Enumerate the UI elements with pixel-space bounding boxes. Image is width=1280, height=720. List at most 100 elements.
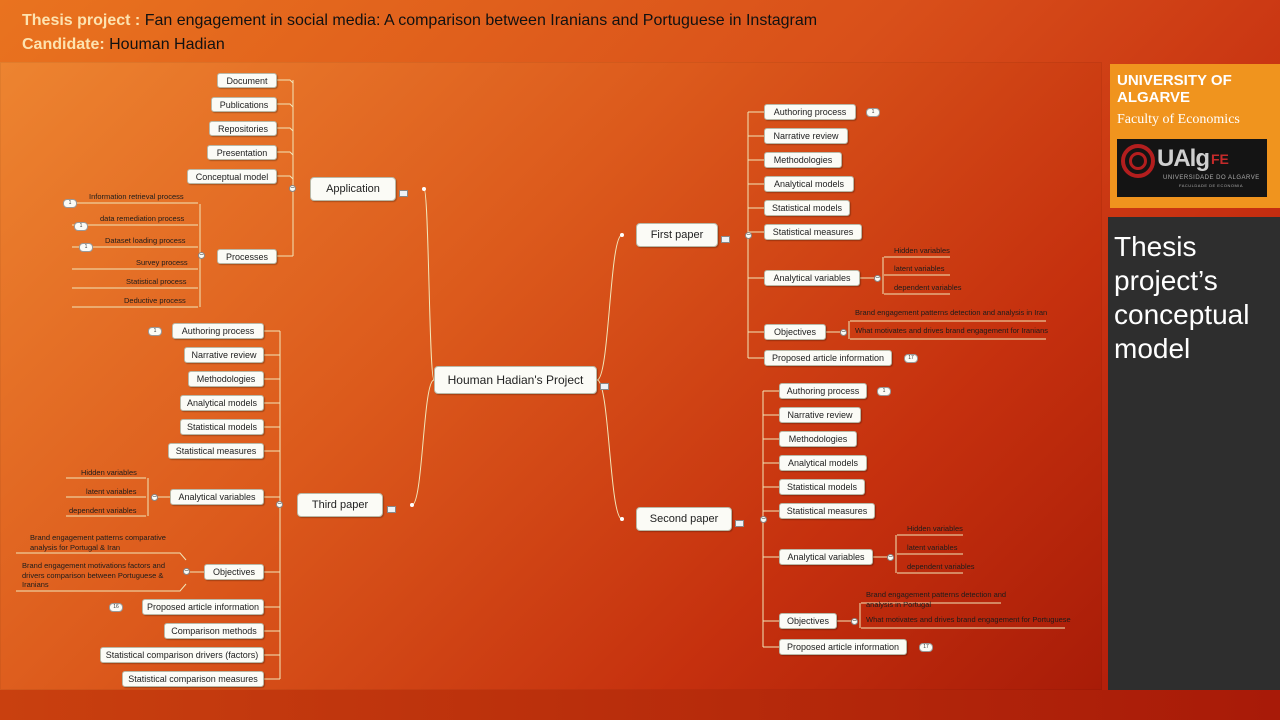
second-paper-objective-2: What motivates and drives brand engageme… [866,615,1071,624]
process-item-dataset-loading-process: Dataset loading process [105,236,186,245]
first-paper-objectives-collapse-icon[interactable]: − [840,329,847,336]
second-paper-proposed-badge: 17 [919,643,933,652]
second-paper-item-narrative-review[interactable]: Narrative review [779,407,861,423]
processes-node[interactable]: Processes [217,249,277,264]
second-paper-objective-1: Brand engagement patterns detection and … [866,590,1007,609]
first-paper-item-proposed-article-information[interactable]: Proposed article information [764,350,892,366]
second-paper-item-analytical-variables[interactable]: Analytical variables [779,549,873,565]
second-paper-item-authoring-process[interactable]: Authoring process [779,383,867,399]
university-name: UNIVERSITY OF ALGARVE [1117,72,1232,106]
logo-inner-ring-icon [1129,152,1147,170]
first-paper-variable-latent-variables: latent variables [894,264,945,273]
first-paper-variable-dependent-variables: dependent variables [894,283,962,292]
first-paper-item-analytical-variables[interactable]: Analytical variables [764,270,860,286]
second-paper-objectives-collapse-icon[interactable]: − [851,618,858,625]
application-item-repositories[interactable]: Repositories [209,121,277,136]
third-paper-collapse-icon[interactable]: − [276,501,283,508]
first-paper-note-icon[interactable] [721,236,730,243]
third-paper-item-statistical-measures[interactable]: Statistical measures [168,443,264,459]
university-panel: UNIVERSITY OF ALGARVE Faculty of Economi… [1110,64,1280,208]
third-paper-item-analytical-variables[interactable]: Analytical variables [170,489,264,505]
process-item-statistical-process: Statistical process [126,277,187,286]
candidate-value: Houman Hadian [109,36,225,53]
first-paper-item-statistical-models[interactable]: Statistical models [764,200,850,216]
root-note-icon[interactable] [600,383,609,390]
first-paper-item-methodologies[interactable]: Methodologies [764,152,842,168]
third-paper-objectives-collapse-icon[interactable]: − [183,568,190,575]
first-paper-node[interactable]: First paper [636,223,718,247]
processes-collapse-icon[interactable]: − [198,252,205,259]
first-paper-connector-dot [620,233,624,237]
first-paper-collapse-icon[interactable]: − [745,232,752,239]
third-paper-objective-1: Brand engagement patterns comparative an… [30,533,166,552]
process-item-survey-process: Survey process [136,258,188,267]
application-item-conceptual-model[interactable]: Conceptual model [187,169,277,184]
first-paper-item-objectives[interactable]: Objectives [764,324,826,340]
second-paper-item-methodologies[interactable]: Methodologies [779,431,857,447]
candidate-line: Candidate: Houman Hadian [22,35,225,55]
third-paper-variable-hidden-variables: Hidden variables [81,468,137,477]
thesis-title: Thesis project : Fan engagement in socia… [22,11,817,31]
logo-ring-icon [1121,144,1155,178]
second-paper-item-proposed-article-information[interactable]: Proposed article information [779,639,907,655]
second-paper-item-objectives[interactable]: Objectives [779,613,837,629]
second-paper-item-analytical-models[interactable]: Analytical models [779,455,867,471]
first-paper-objective-2: What motivates and drives brand engageme… [855,326,1049,335]
third-paper-note-icon[interactable] [387,506,396,513]
third-paper-item-statistical-comparison-drivers-factors[interactable]: Statistical comparison drivers (factors) [100,647,264,663]
first-paper-authoring-badge: 1 [866,108,880,117]
third-paper-item-narrative-review[interactable]: Narrative review [184,347,264,363]
third-paper-variable-latent-variables: latent variables [86,487,137,496]
third-paper-item-objectives[interactable]: Objectives [204,564,264,580]
logo-subtitle-2: FACULDADE DE ECONOMIA [1179,183,1244,188]
application-collapse-icon[interactable]: − [289,185,296,192]
third-paper-item-authoring-process[interactable]: Authoring process [172,323,264,339]
sidebar-panel: Thesis project’s conceptual model [1108,217,1280,690]
first-paper-item-narrative-review[interactable]: Narrative review [764,128,848,144]
third-paper-proposed-badge: 16 [109,603,123,612]
third-paper-item-analytical-models[interactable]: Analytical models [180,395,264,411]
sidebar-title: Thesis project’s conceptual model [1114,231,1250,364]
root-node[interactable]: Houman Hadian's Project [434,366,597,394]
third-paper-variables-collapse-icon[interactable]: − [151,494,158,501]
process-badge-2: 1 [74,222,88,231]
candidate-key: Candidate: [22,36,105,53]
first-paper-variables-collapse-icon[interactable]: − [874,275,881,282]
thesis-title-key: Thesis project : [22,12,141,29]
process-item-information-retrieval-process: Information retrieval process [89,192,184,201]
application-item-presentation[interactable]: Presentation [207,145,277,160]
third-paper-item-statistical-models[interactable]: Statistical models [180,419,264,435]
first-paper-objective-1: Brand engagement patterns detection and … [855,308,1048,317]
third-paper-authoring-badge: 1 [148,327,162,336]
application-node[interactable]: Application [310,177,396,201]
faculty-name: Faculty of Economics [1117,112,1240,127]
first-paper-item-analytical-models[interactable]: Analytical models [764,176,854,192]
application-item-document[interactable]: Document [217,73,277,88]
logo-fe-text: FE [1211,151,1229,167]
second-paper-variables-collapse-icon[interactable]: − [887,554,894,561]
third-paper-item-comparison-methods[interactable]: Comparison methods [164,623,264,639]
third-paper-objective-2: Brand engagement motivations factors and… [22,561,166,589]
bottom-band [0,690,1280,720]
third-paper-connector-dot [410,503,414,507]
third-paper-item-methodologies[interactable]: Methodologies [188,371,264,387]
third-paper-item-statistical-comparison-measures[interactable]: Statistical comparison measures [122,671,264,687]
second-paper-node[interactable]: Second paper [636,507,732,531]
second-paper-variable-dependent-variables: dependent variables [907,562,975,571]
second-paper-collapse-icon[interactable]: − [760,516,767,523]
second-paper-item-statistical-models[interactable]: Statistical models [779,479,865,495]
first-paper-item-authoring-process[interactable]: Authoring process [764,104,856,120]
third-paper-node[interactable]: Third paper [297,493,383,517]
thesis-title-value: Fan engagement in social media: A compar… [144,12,818,29]
application-note-icon[interactable] [399,190,408,197]
application-connector-dot [422,187,426,191]
second-paper-item-statistical-measures[interactable]: Statistical measures [779,503,875,519]
ualg-logo: UAlg FE UNIVERSIDADE DO ALGARVE FACULDAD… [1117,139,1267,197]
second-paper-note-icon[interactable] [735,520,744,527]
logo-subtitle: UNIVERSIDADE DO ALGARVE [1163,175,1260,181]
third-paper-variable-dependent-variables: dependent variables [69,506,137,515]
first-paper-item-statistical-measures[interactable]: Statistical measures [764,224,862,240]
third-paper-item-proposed-article-information[interactable]: Proposed article information [142,599,264,615]
second-paper-authoring-badge: 1 [877,387,891,396]
application-item-publications[interactable]: Publications [211,97,277,112]
